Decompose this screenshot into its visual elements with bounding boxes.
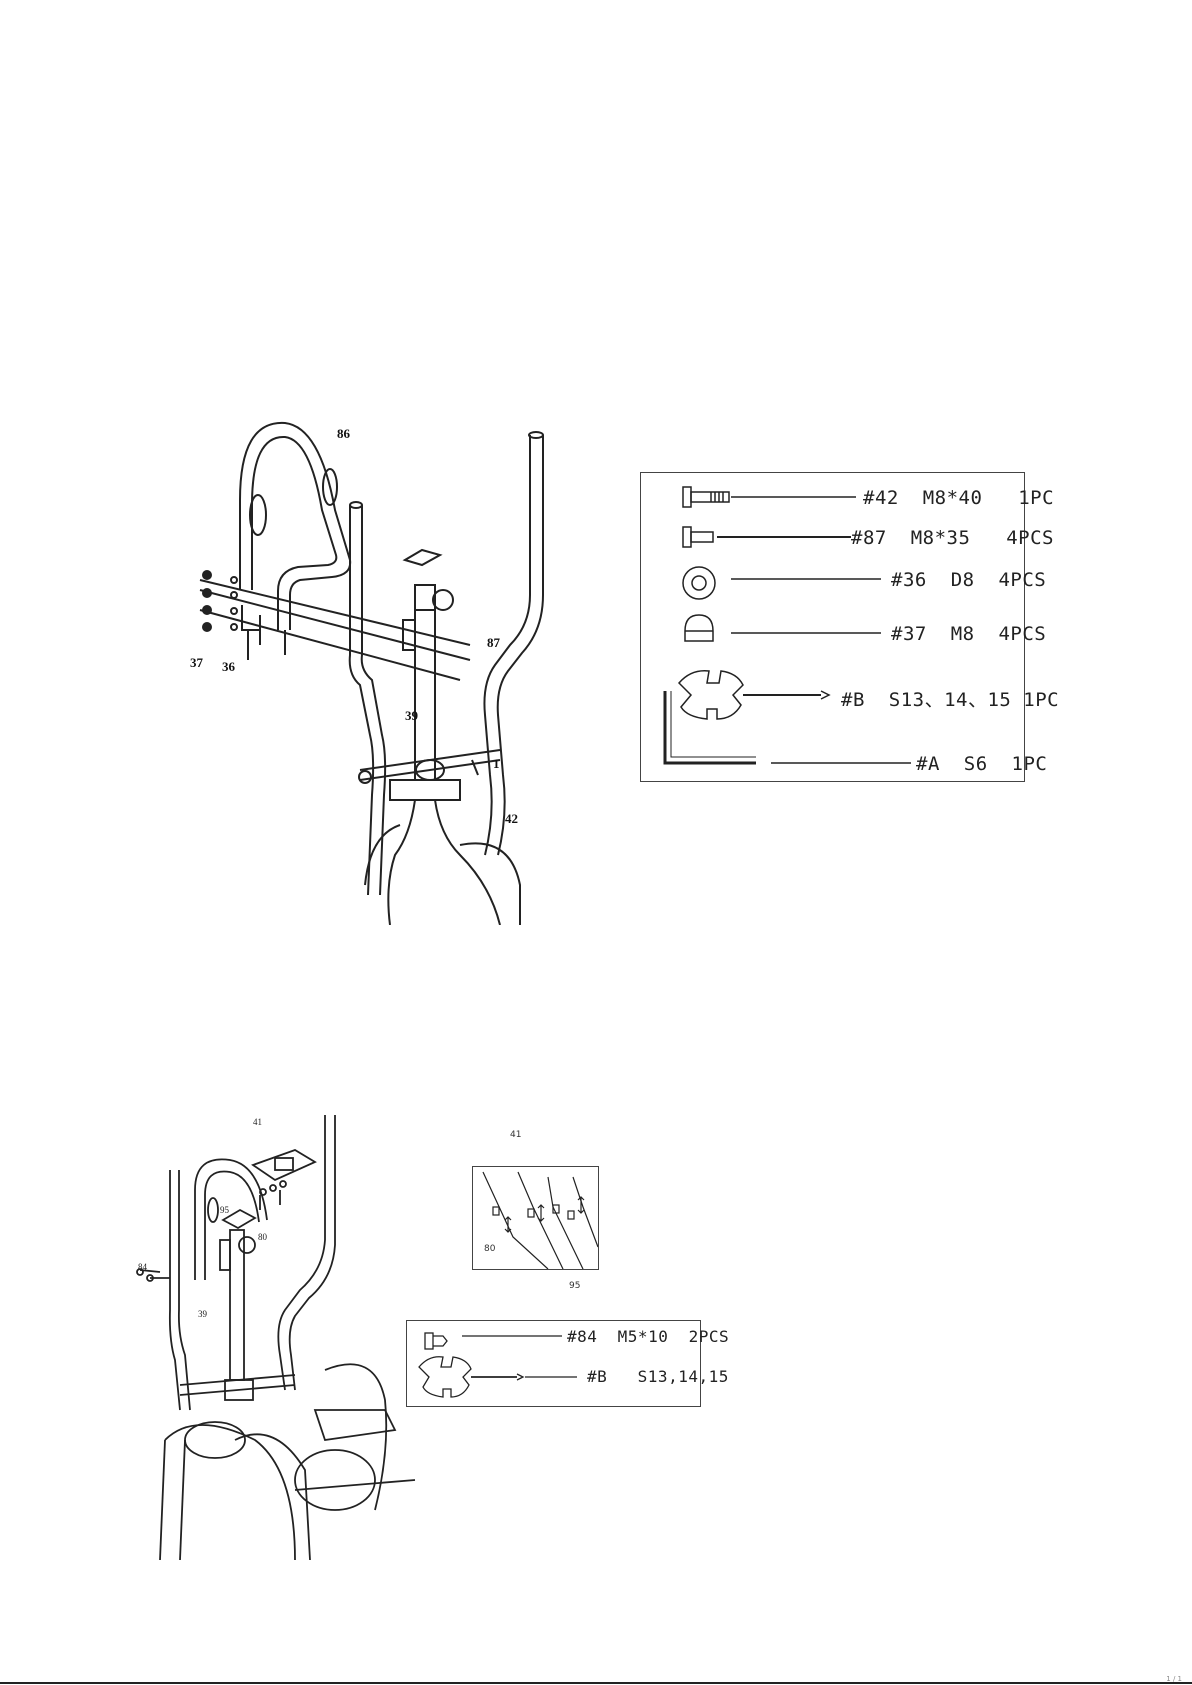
part-label-39: 39	[405, 708, 419, 723]
part-label-95: 95	[220, 1205, 230, 1215]
part-label-86: 86	[337, 426, 351, 441]
acorn-nut-icon	[685, 615, 881, 641]
bolt-icon	[683, 527, 851, 547]
hardware-label-84: #84 M5*10 2PCS	[567, 1327, 729, 1346]
part-label-41: 41	[253, 1117, 262, 1127]
step2-hardware-box: #84 M5*10 2PCS #B S13,14,15	[406, 1320, 701, 1407]
step1-assembly-diagram: 86 87 37 36 39 1 42	[160, 415, 580, 925]
detail-label-41: 41	[510, 1130, 521, 1140]
wrench-icon	[679, 671, 829, 719]
part-label-87: 87	[487, 635, 501, 650]
washer-icon	[683, 567, 881, 599]
step1-hardware-box: #42 M8*40 1PC #87 M8*35 4PCS #36 D8 4PCS…	[640, 472, 1025, 782]
part-label-36: 36	[222, 659, 236, 674]
hardware-label-87: #87 M8*35 4PCS	[851, 527, 1054, 549]
part-label-42: 42	[505, 811, 518, 826]
detail-label-80: 80	[484, 1244, 495, 1254]
bolt-threaded-icon	[683, 487, 856, 507]
part-label-1: 1	[493, 756, 500, 771]
detail-label-95: 95	[569, 1281, 580, 1291]
screw-icon	[425, 1333, 562, 1349]
part-label-37: 37	[190, 655, 204, 670]
step2-detail-box	[472, 1166, 599, 1270]
hardware-label-A: #A S6 1PC	[916, 753, 1047, 775]
hardware-label-36: #36 D8 4PCS	[891, 569, 1046, 591]
wrench-icon	[419, 1357, 577, 1397]
hardware-label-B2: #B S13,14,15	[587, 1367, 729, 1386]
hardware-label-37: #37 M8 4PCS	[891, 623, 1046, 645]
part-label-80: 80	[258, 1232, 268, 1242]
footer-rule	[0, 1682, 1192, 1684]
part-label-39: 39	[198, 1309, 208, 1319]
step2-assembly-diagram: 41 95 80 84 39	[135, 1110, 425, 1560]
part-label-84: 84	[138, 1262, 148, 1272]
footer-counter: 1 / 1	[1166, 1675, 1182, 1683]
hardware-label-B: #B S13、14、15 1PC	[841, 685, 1059, 712]
hardware-label-42: #42 M8*40 1PC	[863, 487, 1054, 509]
